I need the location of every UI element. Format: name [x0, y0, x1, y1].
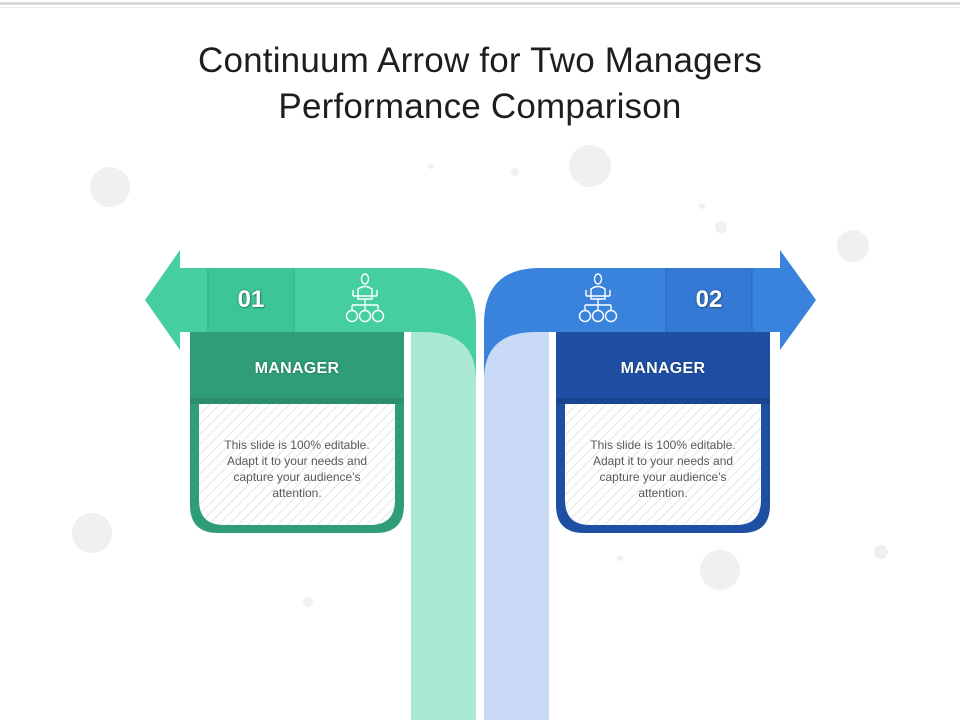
card-02-description: This slide is 100% editable. Adapt it to…: [590, 438, 736, 500]
number-badge-02: 02: [695, 286, 723, 313]
number-badge-01: 01: [237, 286, 265, 313]
org-chart-icon: [345, 273, 385, 323]
card-01-heading: MANAGER: [254, 360, 340, 377]
slide-title-line-2: Performance Comparison: [278, 87, 682, 126]
card-02-body: [565, 404, 761, 525]
arrow-02: [484, 250, 816, 720]
arrow-01-head: [145, 250, 180, 350]
card-01-description: This slide is 100% editable. Adapt it to…: [224, 438, 370, 500]
arrow-02-head: [780, 250, 816, 350]
number-badge-02-bg: [666, 268, 752, 332]
arrow-01-tail: [411, 325, 476, 720]
card-01-header: [190, 332, 404, 402]
card-01-body: [199, 404, 395, 525]
top-rule-thin: [0, 7, 960, 8]
org-chart-icon: [578, 273, 618, 323]
card-02-header: [556, 332, 770, 402]
slide-title: Continuum Arrow for Two Managers Perform…: [0, 38, 960, 130]
arrow-02-tail: [484, 325, 549, 720]
background-dots: [72, 145, 888, 607]
number-badge-01-bg: [208, 268, 294, 332]
card-02-heading: MANAGER: [620, 360, 706, 377]
arrow-01: [145, 250, 476, 720]
slide-title-line-1: Continuum Arrow for Two Managers: [197, 41, 763, 80]
top-rule: [0, 2, 960, 5]
